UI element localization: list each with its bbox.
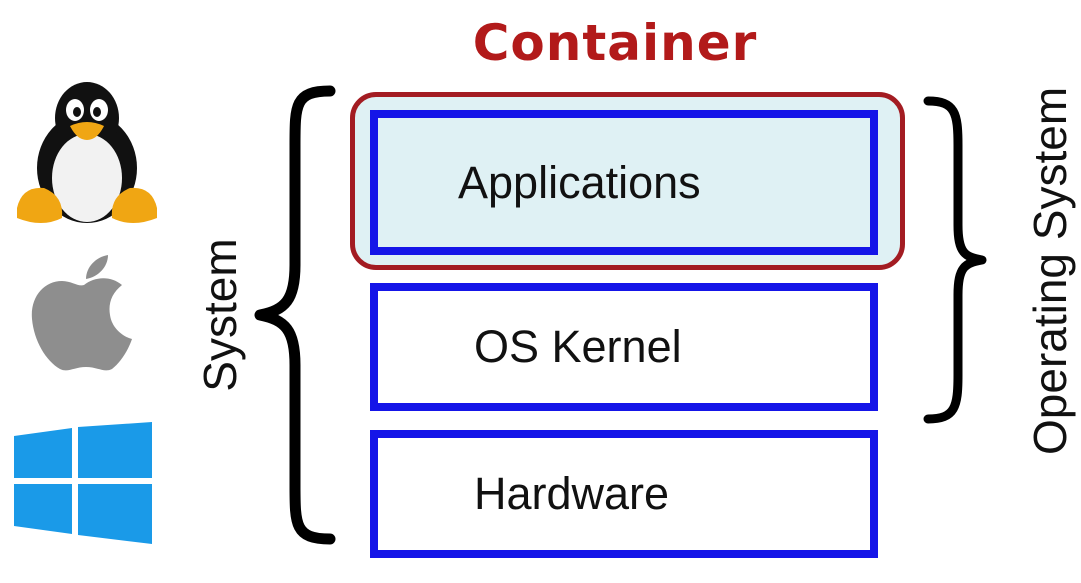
operating-system-label: Operating System bbox=[1024, 86, 1076, 455]
layer-os-kernel: OS Kernel bbox=[370, 283, 878, 411]
system-label: System bbox=[194, 238, 246, 392]
container-title: Container bbox=[472, 14, 758, 72]
apple-icon bbox=[31, 255, 132, 371]
layer-hardware-label: Hardware bbox=[474, 468, 670, 519]
layer-hardware: Hardware bbox=[370, 430, 878, 558]
layer-applications-label: Applications bbox=[458, 156, 701, 208]
layer-os-kernel-label: OS Kernel bbox=[474, 321, 682, 372]
system-brace bbox=[254, 85, 336, 545]
windows-icon bbox=[14, 422, 152, 544]
linux-tux-icon bbox=[17, 82, 157, 223]
layer-applications: Applications bbox=[370, 110, 878, 255]
operating-system-brace bbox=[923, 96, 987, 424]
